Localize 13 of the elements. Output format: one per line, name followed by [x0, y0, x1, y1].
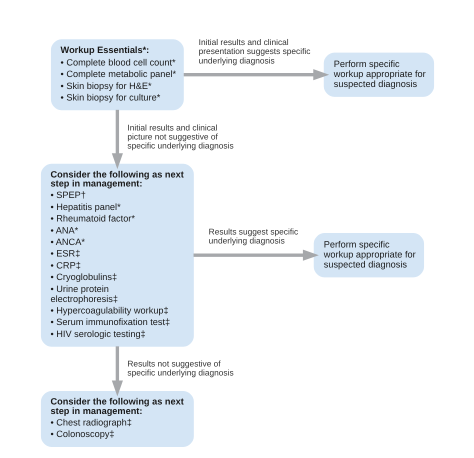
edge-label: Initial results and clinical presentation suggests specific underlying diagnosis — [198, 37, 310, 66]
arrow — [193, 250, 318, 261]
node-box: Consider the following as next step in management: • SPEP† • Hepatitis panel* • Rheumatoid factor* • ANA* • ANCA* • ESR‡ • CRP‡ • Cryoglobulins‡ • Urine protein electrophoresis‡ • Hypercoagulability workup‡ • Serum immunofixation test‡ • HIV serologic testing‡ — [40, 164, 194, 347]
arrow — [183, 69, 329, 80]
arrow — [111, 110, 122, 170]
edge-label: Results not suggestive of specific underlying diagnosis — [126, 358, 234, 378]
node-box: Perform specific workup appropriate for suspected diagnosis — [323, 52, 434, 97]
node-box: Workup Essentials*: • Complete blood cell count* • Complete metabolic panel* • Skin biopsy for H&E* • Skin biopsy for culture* — [50, 39, 184, 110]
node-box: Consider the following as next step in management: • Chest radiograph‡ • Colonoscopy‡ — [40, 391, 194, 447]
node-box: Perform specific workup appropriate for suspected diagnosis — [313, 233, 424, 278]
arrow — [111, 346, 122, 396]
edge-label: Results suggest specific underlying diagnosis — [208, 226, 298, 246]
edge-label: Initial results and clinical picture not suggestive of specific underlying diagnosis — [126, 122, 234, 151]
